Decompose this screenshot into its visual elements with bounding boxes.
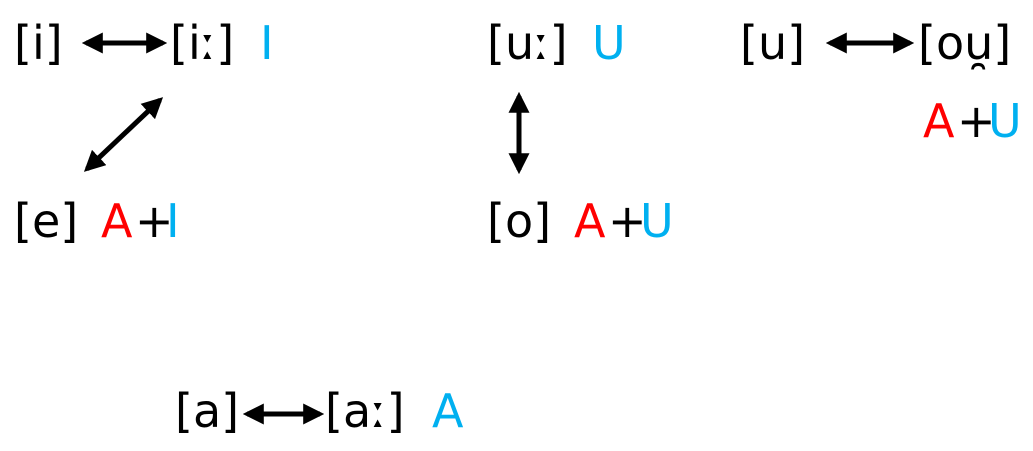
- double-arrow-i-e: [83, 97, 164, 172]
- element-a-blue-label: A: [432, 384, 464, 438]
- plus-sign: +: [608, 194, 647, 248]
- vowel-u-short: [u]: [740, 16, 806, 70]
- element-u-label: U: [592, 16, 626, 70]
- element-i-label: I: [260, 16, 274, 70]
- vowel-a-short: [a]: [175, 384, 240, 438]
- element-a-label: A: [101, 194, 133, 248]
- vowel-e: [e]: [14, 194, 79, 248]
- element-a-label: A: [923, 94, 955, 148]
- vowel-u-long: [uː]: [487, 16, 568, 70]
- plus-sign: +: [957, 94, 996, 148]
- vowel-o: [o]: [487, 194, 552, 248]
- element-u-label: U: [988, 94, 1022, 148]
- element-i-label: I: [166, 194, 180, 248]
- plus-sign: +: [135, 194, 174, 248]
- element-a-label: A: [574, 194, 606, 248]
- vowel-a-long: [aː]: [325, 384, 405, 438]
- vowel-i-long: [iː]: [170, 16, 235, 70]
- diphthong-ou: [ou̯]: [918, 16, 1012, 70]
- vowel-i-short: [i]: [14, 16, 63, 70]
- element-u-label: U: [640, 194, 674, 248]
